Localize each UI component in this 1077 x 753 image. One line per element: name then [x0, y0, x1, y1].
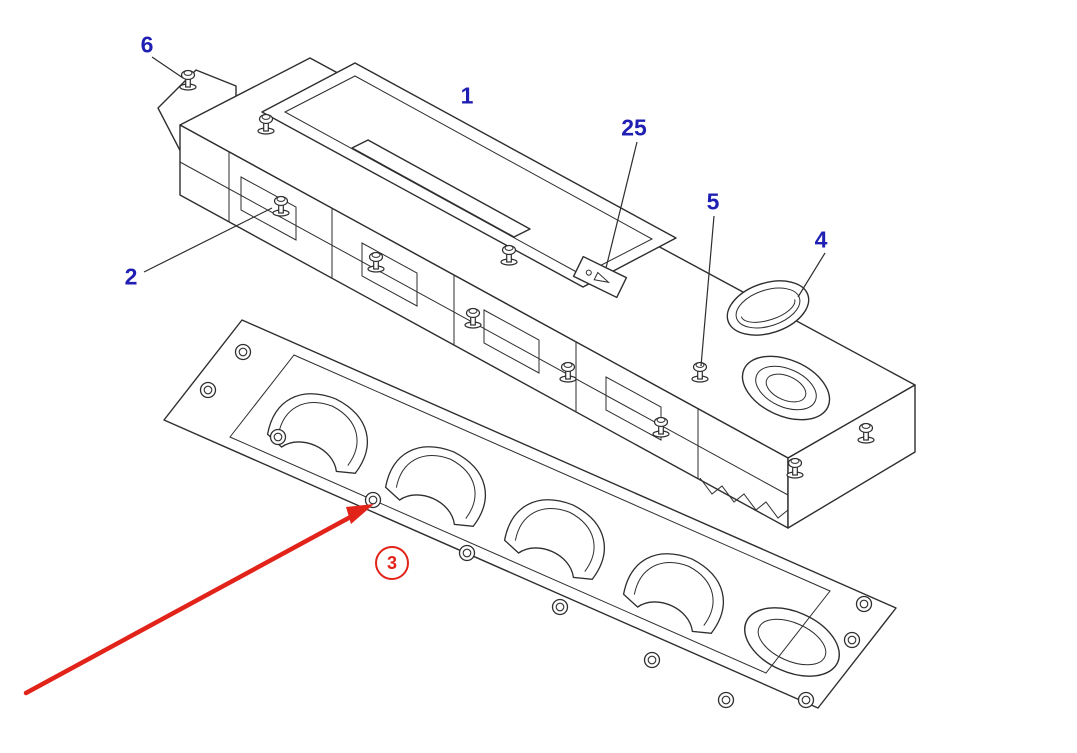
gasket — [163, 319, 897, 709]
pointer-arrow — [23, 504, 374, 696]
callout-1: 1 — [460, 82, 474, 109]
leader-lines — [143, 56, 826, 367]
oil-filler-neck — [741, 355, 831, 421]
callout-25: 25 — [621, 114, 647, 141]
pointer-arrow-head — [346, 504, 374, 524]
valve-cover — [157, 57, 916, 529]
callout-6: 6 — [140, 31, 154, 58]
callout-2: 2 — [124, 263, 138, 290]
callout-3-circled: 3 — [375, 546, 409, 580]
callout-4: 4 — [814, 226, 828, 253]
pointer-arrow-shaft — [23, 511, 359, 696]
callout-5: 5 — [706, 188, 720, 215]
callout-3-label: 3 — [386, 552, 397, 573]
oil-filler-cap — [726, 280, 810, 336]
id-plate — [572, 255, 628, 299]
gasket-end-loop — [744, 607, 840, 677]
